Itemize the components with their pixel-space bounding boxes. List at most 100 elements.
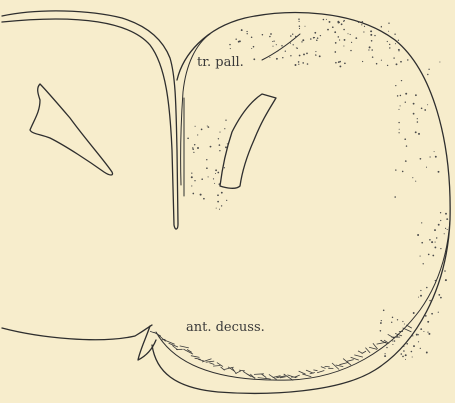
stipple-dot: [273, 40, 274, 41]
stipple-dot: [440, 297, 442, 299]
stipple-dot: [396, 63, 398, 65]
stipple-dot: [371, 40, 373, 42]
stipple-dot: [426, 287, 428, 289]
stipple-dot: [334, 51, 336, 53]
stipple-dot: [405, 160, 407, 162]
stipple-dot: [191, 176, 193, 178]
stipple-dot: [314, 32, 316, 34]
stipple-dot: [431, 313, 433, 315]
stipple-dot: [416, 334, 418, 336]
stipple-dot: [338, 61, 340, 63]
stipple-dot: [405, 354, 407, 356]
stipple-dot: [413, 103, 415, 105]
stipple-dot: [428, 254, 430, 256]
stipple-dot: [431, 241, 433, 243]
stipple-dot: [436, 237, 437, 238]
right-ventricle: [220, 94, 276, 188]
hatch-mark: [206, 361, 215, 362]
stipple-dot: [371, 49, 373, 51]
hatch-mark: [403, 328, 412, 332]
hatch-mark: [313, 370, 317, 371]
stipple-dot: [438, 224, 440, 226]
stipple-dot: [350, 50, 351, 51]
stipple-dot: [445, 213, 447, 215]
stipple-dot: [239, 40, 241, 42]
stipple-dot: [227, 143, 228, 144]
stipple-dot: [394, 33, 395, 34]
stipple-dot: [319, 55, 321, 57]
stipple-dot: [418, 334, 419, 335]
stipple-dot: [421, 242, 423, 244]
stipple-dot: [394, 340, 396, 342]
stipple-dot: [194, 180, 195, 181]
stipple-dot: [370, 34, 372, 36]
stipple-dot: [276, 44, 277, 45]
stipple-dot: [418, 297, 419, 298]
stipple-dot: [438, 294, 440, 296]
stipple-dot: [401, 80, 402, 81]
stipple-dot: [272, 41, 273, 42]
stipple-dot: [221, 192, 223, 194]
stipple-dot: [208, 176, 209, 177]
stipple-dot: [334, 31, 336, 33]
stipple-dot: [392, 317, 393, 318]
hatch-mark: [235, 371, 241, 374]
stipple-dot: [412, 335, 413, 336]
stipple-dot: [253, 58, 255, 60]
stipple-dot: [429, 239, 431, 241]
hatch-mark: [261, 374, 266, 378]
stipple-dot: [445, 279, 447, 281]
stipple-dot: [253, 46, 255, 48]
stipple-dot: [219, 132, 220, 133]
stipple-dot: [206, 159, 207, 160]
stipple-dot: [444, 270, 446, 272]
stipple-dot: [335, 62, 337, 64]
stipple-dot: [226, 200, 227, 201]
stipple-dot: [290, 35, 292, 37]
stipple-dot: [339, 39, 340, 40]
hatch-mark: [321, 367, 326, 369]
stipple-dot: [420, 256, 421, 257]
stipple-dot: [270, 33, 272, 35]
stipple-dot: [219, 150, 220, 151]
stipple-dot: [225, 146, 227, 148]
stipple-dot: [426, 352, 428, 354]
stipple-dot: [197, 147, 199, 149]
stipple-dot: [299, 55, 301, 57]
stipple-dot: [343, 45, 344, 46]
stipple-dot: [358, 22, 359, 23]
stipple-dot: [380, 322, 382, 324]
stipple-dot: [438, 171, 440, 173]
stipple-dot: [374, 35, 375, 36]
hatch-mark: [209, 363, 214, 365]
stipple-dot: [187, 137, 189, 139]
hatch-mark: [302, 374, 311, 377]
stipple-dot: [413, 312, 415, 314]
stipple-dot: [444, 233, 445, 234]
stipple-dot: [251, 37, 253, 39]
stipple-dot: [197, 134, 198, 135]
stipple-dot: [417, 118, 418, 119]
stipple-dot: [439, 61, 440, 62]
stipple-dot: [217, 172, 219, 174]
stipple-dot: [406, 145, 407, 146]
ant-decuss-label: ant. decuss.: [186, 320, 265, 335]
hatch-mark: [299, 371, 306, 374]
stipple-dot: [387, 65, 388, 66]
stipple-dot: [402, 171, 404, 173]
stipple-dot: [203, 198, 205, 200]
stipple-dot: [446, 218, 448, 220]
stipple-dot: [351, 42, 352, 43]
stipple-dot: [411, 351, 413, 353]
stipple-dot: [418, 133, 420, 135]
stipple-dot: [420, 290, 421, 291]
stipple-dot: [221, 205, 222, 206]
stipple-dot: [191, 172, 192, 173]
stipple-dot: [400, 95, 401, 96]
stipple-dot: [413, 113, 415, 115]
hatch-mark: [180, 346, 189, 348]
stipple-dot: [208, 126, 210, 128]
stipple-dot: [435, 280, 436, 281]
stipple-dot: [423, 331, 424, 332]
stipple-dot: [193, 152, 194, 153]
